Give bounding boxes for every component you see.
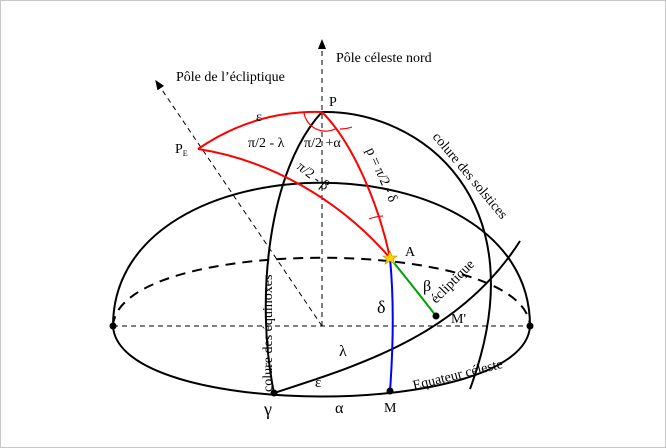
point-right-equator	[526, 322, 534, 330]
label-colure-equinoxes: colure des équinoxes	[261, 275, 276, 392]
colure-solstices	[321, 110, 492, 390]
label-m-prime: M'	[451, 312, 466, 327]
label-pi2-plus-alpha: π/2 +α	[304, 136, 341, 151]
label-equateur: Equateur céleste	[411, 357, 504, 394]
label-beta: β	[423, 278, 431, 295]
arc-pe-to-a	[197, 148, 391, 259]
ecliptic-line	[273, 240, 521, 394]
hemisphere-outline	[112, 181, 531, 327]
star-icon	[382, 250, 398, 265]
label-lambda: λ	[339, 343, 347, 360]
label-delta: δ	[377, 297, 385, 317]
equator-front	[112, 325, 531, 398]
point-m-prime	[432, 312, 440, 320]
arc-a-to-m	[389, 257, 394, 392]
ecliptic-pole-axis	[155, 79, 323, 327]
arc-pe-to-p	[197, 110, 323, 150]
point-m	[386, 387, 394, 395]
label-p-equals: p = π/2 - δ	[362, 146, 400, 206]
point-left-equator	[109, 322, 117, 330]
angle-arc-p-small	[339, 126, 353, 130]
label-pi2-minus-beta: π/2 - β	[294, 159, 332, 193]
label-epsilon-bottom: ε	[315, 375, 321, 391]
label-alpha: α	[335, 400, 344, 417]
label-a: A	[405, 245, 416, 260]
label-epsilon-top: ε	[256, 110, 262, 125]
equator-back-dashed	[112, 256, 531, 327]
label-p: P	[329, 95, 337, 110]
label-pe: PE	[175, 142, 188, 158]
arc-p-to-a	[321, 111, 391, 259]
label-colure-solstices: colure des solstices	[429, 130, 510, 222]
angle-arc-a	[368, 215, 384, 220]
point-gamma	[270, 389, 278, 397]
label-pi2-minus-lambda: π/2 - λ	[248, 136, 285, 151]
label-m: M	[384, 401, 397, 416]
colure-equinoxes	[264, 111, 323, 394]
label-pole-celeste-nord: Pôle céleste nord	[336, 51, 432, 66]
label-pole-ecliptique: Pôle de l’écliptique	[176, 70, 285, 85]
label-gamma: γ	[263, 399, 272, 419]
angle-arc-p	[303, 112, 338, 132]
